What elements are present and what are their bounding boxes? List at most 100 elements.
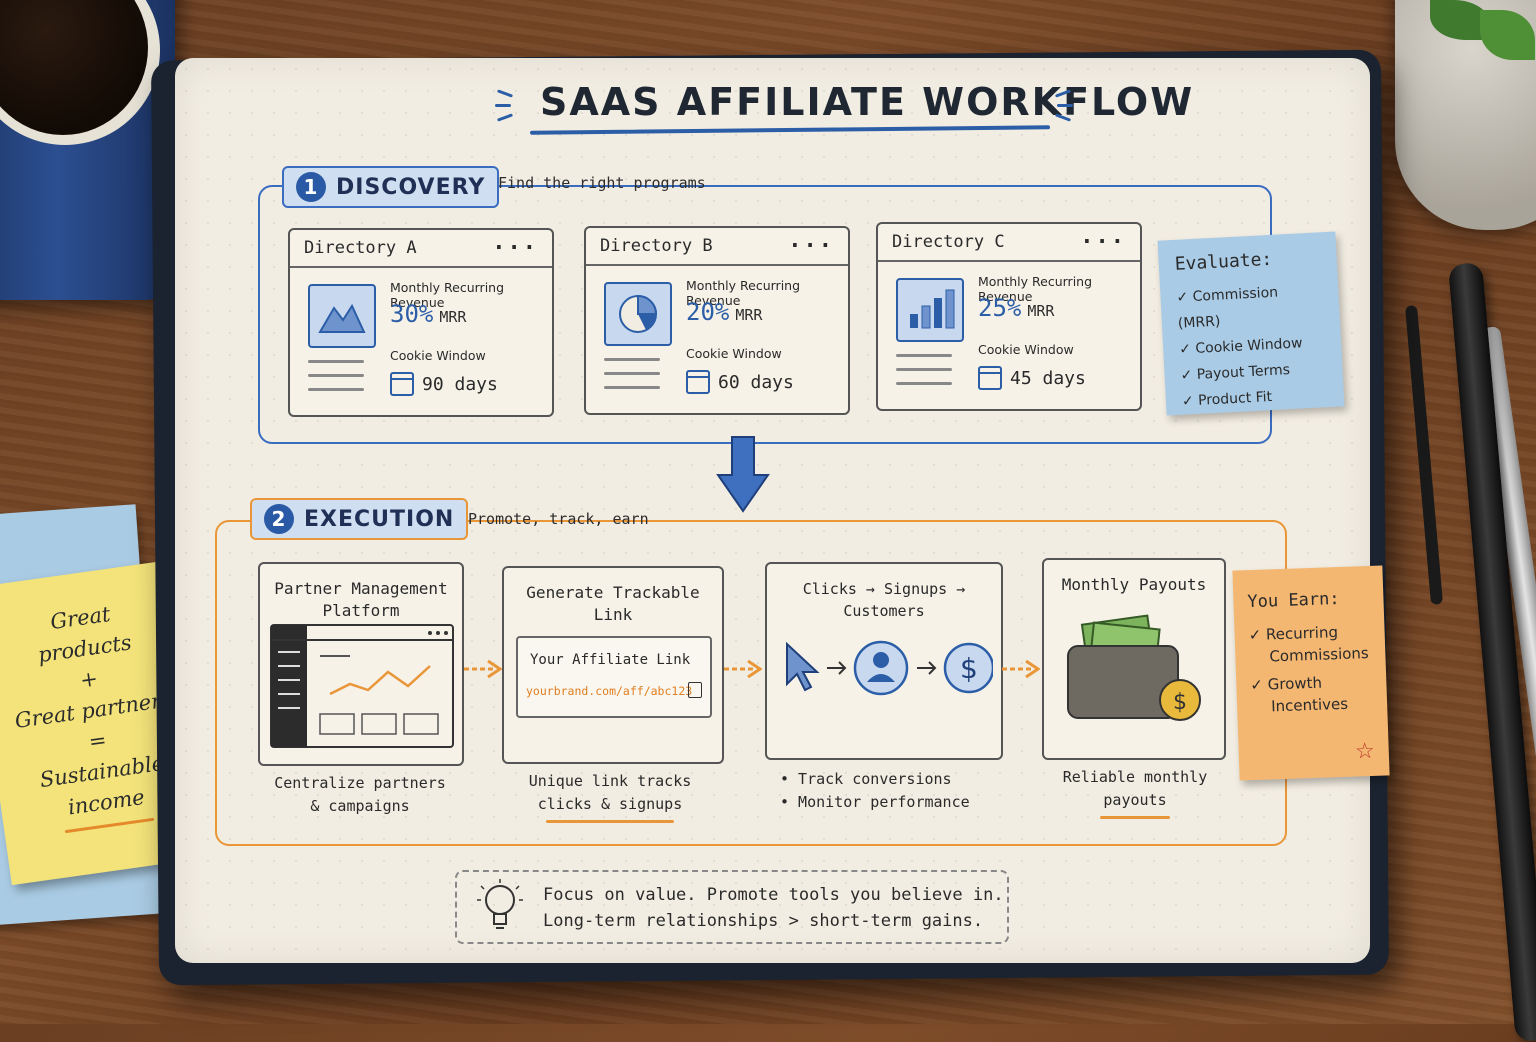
earn-line: Incentives [1270, 694, 1349, 716]
text-lines [308, 360, 364, 402]
discovery-tag: 1 DISCOVERY [282, 166, 500, 208]
right-arrow-icon [724, 659, 762, 679]
directory-name: Directory A [304, 238, 417, 258]
text-lines [604, 358, 660, 400]
bar-chart-icon [896, 278, 964, 342]
step-title: Partner Management [274, 579, 448, 598]
earn-item: ✓ Growth Incentives [1250, 670, 1373, 718]
more-options-icon: ··· [1080, 229, 1126, 255]
mrr-value: 30% MRR [390, 300, 466, 328]
dashboard-illustration [270, 624, 454, 748]
monthly-payouts-card: Monthly Payouts $ [1042, 558, 1226, 760]
you-earn-sticky-note: You Earn: ✓ Recurring Commissions ✓ Grow… [1232, 565, 1390, 781]
link-label: Your Affiliate Link [530, 652, 691, 668]
trackable-link-card: Generate Trackable Link Your Affiliate L… [502, 566, 724, 764]
mrr-label: Monthly Recurring Revenue [978, 274, 1093, 304]
caption-line: & campaigns [310, 797, 410, 815]
cookie-days: 45 days [1010, 367, 1086, 389]
cookie-label: Cookie Window [390, 348, 486, 363]
lightbulb-icon [477, 879, 523, 929]
down-arrow-icon [716, 436, 770, 513]
mrr-percent: 30% [390, 300, 434, 328]
star-icon: ☆ [1354, 738, 1376, 765]
step-title: Clicks → Signups → Customers [802, 580, 966, 620]
title-decoration [1057, 104, 1073, 107]
mrr-percent: 25% [978, 294, 1022, 322]
calendar-icon [390, 372, 414, 396]
execution-tag: 2 EXECUTION [250, 498, 469, 540]
mrr-label: Monthly Recurring Revenue [390, 280, 505, 310]
caption-underline [546, 820, 674, 823]
directory-card-c: Directory C ··· Monthly Recurring Revenu… [876, 222, 1142, 411]
cookie-label: Cookie Window [978, 342, 1074, 357]
caption-line: Centralize partners [274, 774, 446, 792]
cookie-days: 60 days [718, 371, 794, 393]
caption-line: Reliable monthly [1062, 768, 1208, 786]
affiliate-link-url[interactable]: yourbrand.com/aff/abc123 [526, 684, 693, 698]
evaluate-sticky-note: Evaluate: ✓ Commission (MRR) ✓ Cookie Wi… [1157, 231, 1345, 416]
calendar-icon [686, 370, 710, 394]
copy-icon[interactable] [688, 682, 702, 698]
step-title: Generate Trackable Link [526, 583, 700, 624]
wallet-icon: $ [1067, 614, 1201, 721]
cookie-label: Cookie Window [686, 346, 782, 361]
step-caption: Centralize partners & campaigns [265, 772, 455, 818]
caption-underline [1100, 816, 1170, 819]
mrr-unit: MRR [439, 308, 467, 326]
directory-name: Directory B [600, 236, 713, 256]
evaluate-item: ✓ Commission (MRR) [1176, 284, 1279, 332]
tip-box: Focus on value. Promote tools you believ… [455, 870, 1009, 944]
pie-chart-icon [604, 282, 672, 346]
cookie-value: 60 days [686, 370, 794, 394]
funnel-illustration: $ [786, 640, 993, 696]
mrr-value: 25% MRR [978, 294, 1054, 322]
caption-line: clicks & signups [537, 795, 683, 813]
right-arrow-icon [1002, 659, 1040, 679]
step-title: Platform [322, 601, 400, 620]
pen-clip [1404, 305, 1444, 605]
step-caption: Unique link tracks clicks & signups [510, 770, 710, 823]
earn-heading: You Earn: [1247, 588, 1340, 613]
execution-label: EXECUTION [304, 506, 455, 532]
more-options-icon: ··· [788, 233, 834, 259]
mrr-percent: 20% [686, 298, 730, 326]
mrr-value: 20% MRR [686, 298, 762, 326]
tip-line: Long-term relationships > short-term gai… [543, 911, 984, 931]
right-arrow-icon [464, 659, 502, 679]
caption-line: • Monitor performance [780, 793, 970, 811]
earn-item: ✓ Recurring Commissions [1248, 620, 1371, 668]
step-title: Monthly Payouts [1061, 575, 1207, 594]
svg-text:$: $ [960, 652, 978, 685]
mrr-unit: MRR [1027, 302, 1055, 320]
evaluate-heading: Evaluate: [1174, 248, 1273, 275]
step-caption: • Track conversions • Monitor performanc… [780, 768, 980, 814]
discovery-label: DISCOVERY [336, 174, 486, 200]
title-decoration [495, 104, 511, 107]
page-title: SAAS AFFILIATE WORKFLOW [540, 80, 1195, 124]
directory-card-a: Directory A ··· Monthly Recurring Revenu… [288, 228, 554, 417]
directory-name: Directory C [892, 232, 1005, 252]
caption-line: • Track conversions [780, 770, 952, 788]
more-options-icon: ··· [492, 235, 538, 261]
cookie-value: 45 days [978, 366, 1086, 390]
step-number: 2 [264, 504, 294, 534]
mountain-chart-icon [308, 284, 376, 348]
execution-subtitle: Promote, track, earn [468, 510, 649, 528]
mrr-label: Monthly Recurring Revenue [686, 278, 801, 308]
affiliate-link-box[interactable]: Your Affiliate Link yourbrand.com/aff/ab… [516, 636, 712, 718]
earn-line: Commissions [1269, 643, 1369, 666]
calendar-icon [978, 366, 1002, 390]
cookie-value: 90 days [390, 372, 498, 396]
svg-text:$: $ [1173, 690, 1187, 715]
directory-card-b: Directory B ··· Monthly Recurring Revenu… [584, 226, 850, 415]
partner-platform-card: Partner Management Platform [258, 562, 464, 766]
caption-line: Unique link tracks [528, 772, 692, 790]
tip-line: Focus on value. Promote tools you believ… [543, 885, 1004, 905]
conversion-funnel-card: Clicks → Signups → Customers $ [765, 562, 1003, 760]
mrr-unit: MRR [735, 306, 763, 324]
cookie-days: 90 days [422, 373, 498, 395]
step-caption: Reliable monthly payouts [1050, 766, 1220, 819]
step-number: 1 [296, 172, 326, 202]
caption-line: payouts [1103, 791, 1167, 809]
discovery-subtitle: Find the right programs [498, 174, 706, 192]
